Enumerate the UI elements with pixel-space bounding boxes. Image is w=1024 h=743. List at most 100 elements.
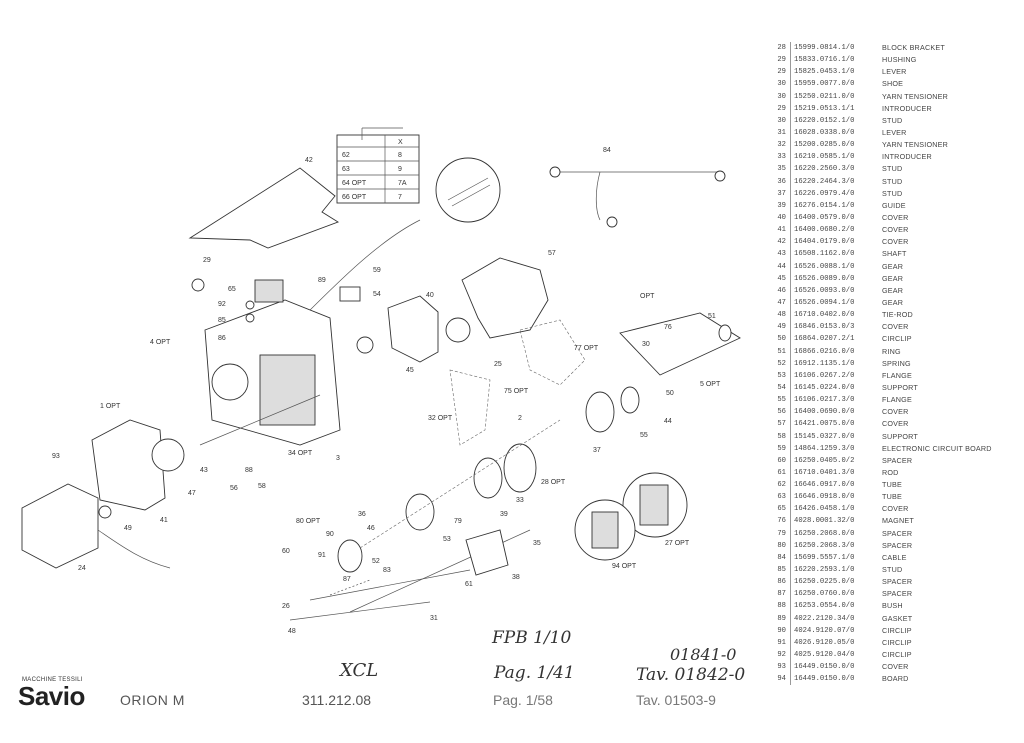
parts-desc: BLOCK BRACKET [882, 43, 945, 52]
parts-code: 15959.0077.0/0 [794, 80, 855, 89]
callout: 25 [494, 361, 502, 368]
parts-pos: 57 [772, 418, 791, 431]
parts-code: 16220.2593.1/0 [794, 566, 855, 575]
parts-desc: GEAR [882, 297, 904, 307]
parts-pos: 61 [772, 466, 791, 480]
parts-desc: STUD [882, 115, 903, 125]
callout: 87 [343, 576, 351, 583]
parts-desc: CIRCLIP [882, 650, 912, 660]
parts-code: 16250.0760.0/0 [794, 590, 855, 599]
handwritten-xcl: XCL [340, 660, 379, 681]
callout: 89 [318, 277, 326, 284]
parts-pos: 29 [772, 102, 791, 115]
parts-pos: 50 [772, 333, 791, 346]
parts-code: 16250.0225.0/0 [794, 578, 855, 587]
parts-desc: YARN TENSIONER [882, 140, 949, 150]
parts-code: 16276.0154.1/0 [794, 201, 855, 210]
parts-desc: LEVER [882, 127, 907, 137]
callout: 52 [372, 558, 380, 565]
callout: 26 [282, 603, 290, 610]
parts-desc: HUSHING [882, 55, 917, 65]
motor-24 [21, 483, 99, 569]
callout: 24 [78, 565, 86, 572]
parts-pos: 42 [772, 236, 791, 249]
parts-code: 16400.0579.0/0 [794, 213, 855, 222]
savio-logo: MACCHINE TESSILI Savio [18, 675, 100, 713]
parts-desc: SPACER [882, 528, 913, 538]
parts-pos: 35 [772, 163, 791, 176]
parts-desc: GEAR [882, 285, 904, 295]
parts-desc: TIE-ROD [882, 310, 913, 320]
parts-desc: STUD [882, 176, 903, 186]
parts-pos: 40 [772, 211, 791, 225]
parts-code: 16220.2464.3/0 [794, 177, 855, 186]
inset-cell: 62 [342, 152, 350, 159]
parts-desc: SPACER [882, 589, 913, 599]
parts-pos: 30 [772, 78, 791, 91]
parts-pos: 44 [772, 260, 791, 273]
callout: 49 [124, 525, 132, 532]
parts-desc: INTRODUCER [882, 152, 932, 162]
callout: 51 [708, 313, 716, 320]
parts-desc: BOARD [882, 674, 909, 684]
parts-code: 4028.0001.32/0 [794, 517, 855, 526]
parts-pos: 48 [772, 309, 791, 322]
parts-code: 15250.0211.0/0 [794, 92, 855, 101]
parts-code: 16864.0207.2/1 [794, 335, 855, 344]
callout: 38 [512, 574, 520, 581]
parts-desc: TUBE [882, 492, 902, 502]
parts-pos: 43 [772, 248, 791, 261]
parts-pos: 62 [772, 479, 791, 492]
parts-desc: STUD [882, 565, 903, 575]
parts-desc: ELECTRONIC CIRCUIT BOARD [882, 443, 992, 453]
parts-desc: STUD [882, 164, 903, 174]
parts-pos: 51 [772, 345, 791, 358]
parts-pos: 30 [772, 90, 791, 103]
gear-45 [337, 539, 363, 573]
inset-cell: 9 [398, 166, 402, 173]
parts-code: 16253.0554.0/0 [794, 602, 855, 611]
parts-desc: FLANGE [882, 395, 912, 405]
parts-code: 16710.0401.3/0 [794, 468, 855, 477]
parts-pos: 60 [772, 454, 791, 467]
drawing-code: 311.212.08 [302, 692, 372, 708]
cover-42 [188, 167, 340, 249]
inset-cell: 66 OPT [342, 194, 367, 201]
brand-name: Savio [18, 681, 85, 711]
flange-55 [585, 391, 615, 433]
parts-code: 16526.0089.0/0 [794, 274, 855, 283]
parts-desc: YARN TENSIONER [882, 91, 949, 101]
parts-pos: 80 [772, 539, 791, 552]
cover-40 [387, 295, 439, 363]
parts-desc: LEVER [882, 67, 907, 77]
parts-code: 15219.0513.1/1 [794, 104, 855, 113]
parts-desc: SHAFT [882, 249, 907, 259]
parts-desc: SPACER [882, 455, 913, 465]
handwritten-fpb: FPB 1/10 [492, 628, 572, 648]
callout: 57 [548, 250, 556, 257]
parts-desc: TUBE [882, 480, 902, 490]
brand-tagline: MACCHINE TESSILI [22, 677, 83, 683]
parts-desc: GEAR [882, 273, 904, 283]
parts-desc: COVER [882, 504, 909, 514]
bracket-38 [465, 529, 509, 576]
callout: 65 [228, 286, 236, 293]
callout: 2 [518, 415, 522, 422]
parts-code: 16400.0680.2/0 [794, 226, 855, 235]
